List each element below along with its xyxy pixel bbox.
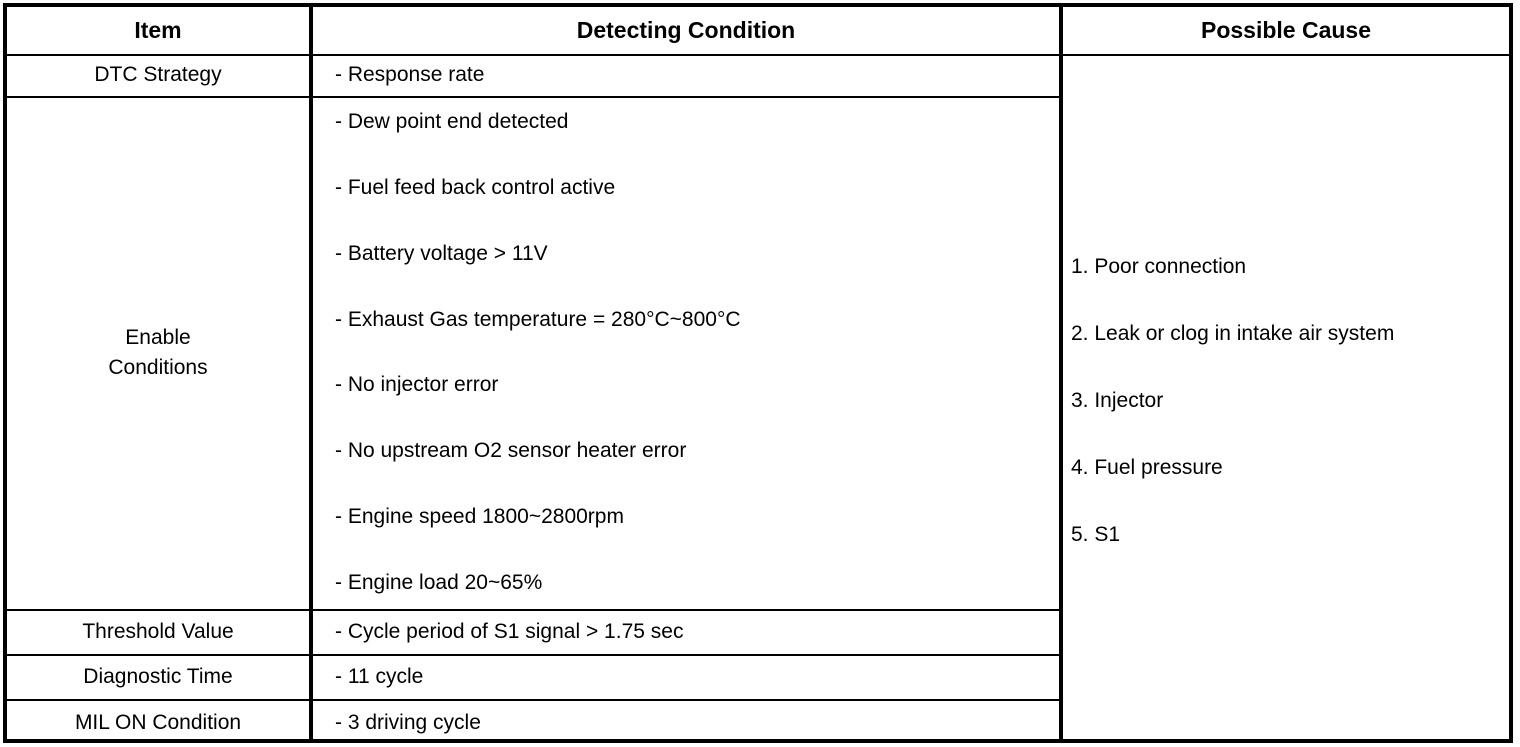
column-divider-item-condition	[309, 7, 313, 739]
header-detecting-condition: Detecting Condition	[576, 17, 796, 43]
possible-cause-list: 1. Poor connection 2. Leak or clog in in…	[1063, 54, 1509, 747]
list-item: 3. Injector	[1071, 388, 1164, 412]
row-label-mil-on-condition: MIL ON Condition	[74, 711, 242, 735]
list-item: - Fuel feed back control active	[335, 175, 616, 199]
row-condition-threshold-value: - Cycle period of S1 signal > 1.75 sec	[335, 619, 684, 643]
list-item: 2. Leak or clog in intake air system	[1071, 321, 1395, 345]
list-item: - Engine load 20~65%	[335, 570, 543, 594]
row-label-threshold-value: Threshold Value	[82, 619, 234, 643]
list-item: - Engine speed 1800~2800rpm	[335, 505, 624, 529]
row-condition-diagnostic-time: - 11 cycle	[335, 664, 424, 688]
enable-conditions-label-line1: Enable	[125, 325, 191, 349]
enable-conditions-list: - Dew point end detected - Fuel feed bac…	[313, 96, 1059, 609]
dtc-diagnostic-table: Item Detecting Condition Possible Cause …	[3, 3, 1513, 743]
row-divider-dtc-strategy	[7, 96, 1059, 98]
row-label-dtc-strategy: DTC Strategy	[94, 63, 222, 87]
header-row-divider	[7, 54, 1509, 56]
row-divider-threshold-value	[7, 654, 1059, 656]
row-condition-dtc-strategy: - Response rate	[335, 63, 485, 86]
list-item: - No injector error	[335, 373, 499, 397]
enable-conditions-label-line2: Conditions	[108, 355, 208, 379]
header-item: Item	[134, 17, 182, 43]
column-divider-condition-cause	[1059, 7, 1063, 739]
row-divider-diagnostic-time	[7, 699, 1059, 701]
header-possible-cause: Possible Cause	[1200, 17, 1372, 43]
row-condition-mil-on-condition: - 3 driving cycle	[335, 711, 481, 734]
row-label-diagnostic-time: Diagnostic Time	[83, 664, 233, 688]
list-item: - Exhaust Gas temperature = 280°C~800°C	[335, 307, 741, 331]
list-item: - Battery voltage > 11V	[335, 241, 548, 265]
list-item: 4. Fuel pressure	[1071, 455, 1223, 479]
row-divider-enable-conditions	[7, 609, 1059, 611]
list-item: 1. Poor connection	[1071, 254, 1247, 278]
list-item: 5. S1	[1071, 522, 1121, 546]
list-item: - No upstream O2 sensor heater error	[335, 439, 687, 463]
list-item: - Dew point end detected	[335, 110, 569, 133]
row-label-enable-conditions: Enable Conditions	[7, 96, 309, 609]
